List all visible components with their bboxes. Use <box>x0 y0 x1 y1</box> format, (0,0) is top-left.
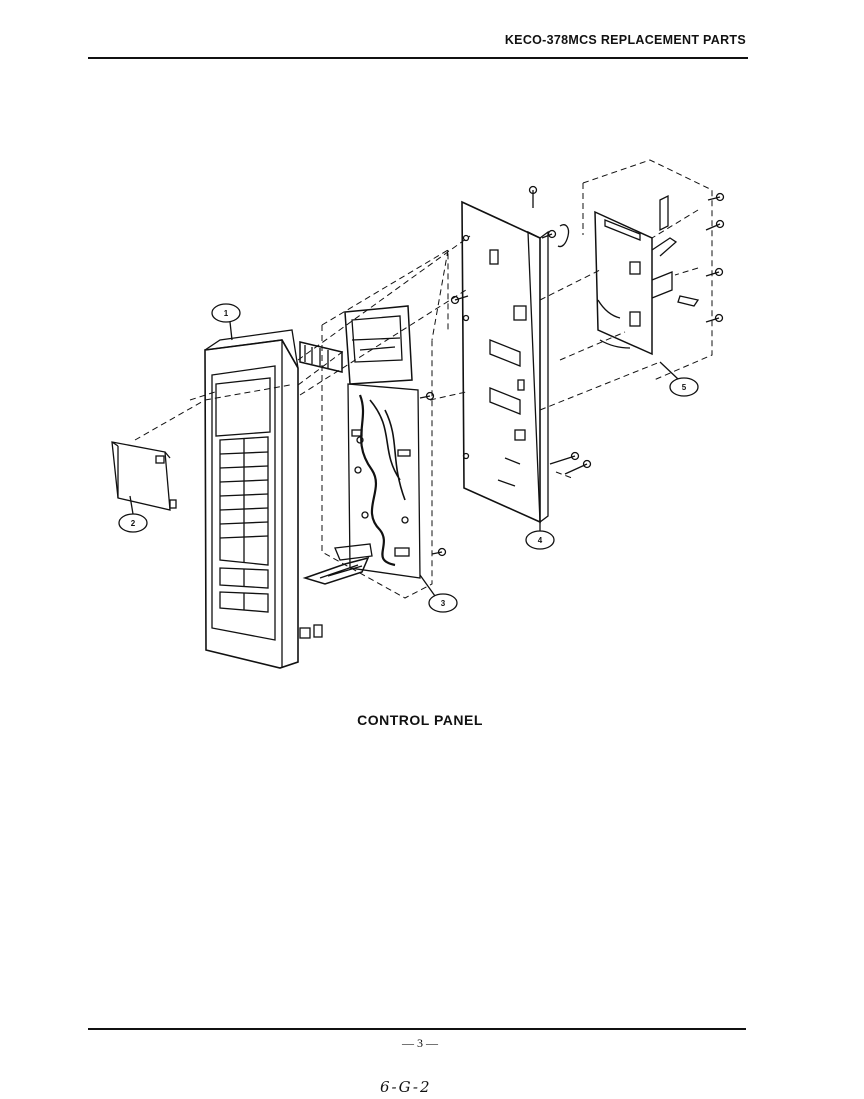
part-5-switch-assembly <box>594 192 725 356</box>
svg-text:3: 3 <box>441 599 446 608</box>
callout-3: 3 <box>419 574 458 613</box>
page-header-title: KECO-378MCS REPLACEMENT PARTS <box>504 33 746 47</box>
callout-4: 4 <box>525 520 555 550</box>
part-2-cover-plate <box>111 441 177 511</box>
svg-text:5: 5 <box>682 383 687 392</box>
part-4-mounting-plate <box>461 185 592 524</box>
header-rule <box>88 57 748 59</box>
callout-5: 5 <box>659 361 699 397</box>
svg-text:2: 2 <box>131 519 136 528</box>
svg-text:4: 4 <box>538 536 543 545</box>
footer-rule <box>88 1028 746 1030</box>
handwritten-page-code: 6-G-2 <box>380 1078 432 1096</box>
projection-lines <box>134 159 713 599</box>
callout-1: 1 <box>211 303 241 341</box>
page-number: — 3 — <box>402 1036 438 1050</box>
part-3-control-board <box>299 295 469 585</box>
svg-text:1: 1 <box>224 309 229 318</box>
diagram-caption: CONTROL PANEL <box>357 712 483 728</box>
callout-2: 2 <box>118 495 148 533</box>
part-1-control-panel-frame <box>204 329 323 669</box>
